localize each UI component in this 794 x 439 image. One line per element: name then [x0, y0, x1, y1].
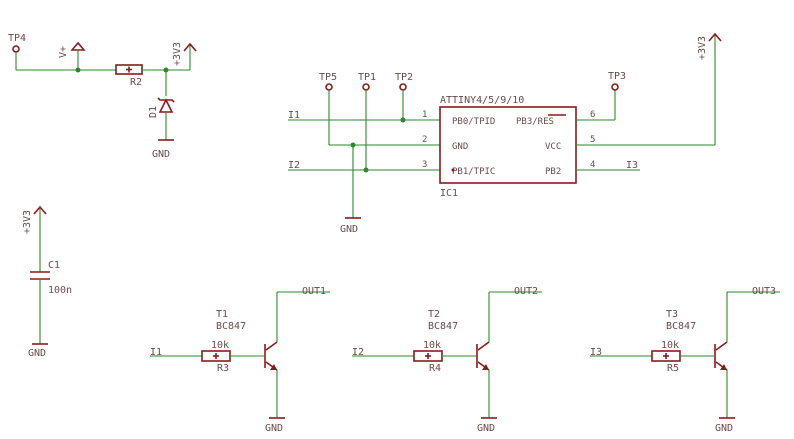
resistor-r2[interactable]: R2 [115, 64, 143, 88]
driver-stage-2: I2 10k R4 T2 BC847 OUT2 GND [352, 286, 542, 434]
vplus-supply: V+ [58, 41, 86, 70]
ground-t2: GND [477, 417, 497, 434]
driver-stage-3: I3 10k R5 T3 BC847 OUT3 GND [590, 286, 780, 434]
transistor-t2[interactable]: T2 BC847 [428, 309, 490, 371]
c1-value-label: 100n [48, 285, 72, 296]
t3-type-label: BC847 [666, 321, 696, 332]
t3-label: T3 [666, 309, 678, 320]
gnd-ic-label: GND [340, 224, 358, 235]
pin-gnd-label: GND [452, 142, 468, 152]
r2-label: R2 [130, 77, 142, 88]
v33-right-label: +3V3 [697, 36, 708, 60]
c1-label: C1 [48, 260, 60, 271]
test-point-tp4[interactable]: TP4 [8, 33, 26, 70]
driver-stage-1: I1 10k R3 T1 BC847 OUT1 GND [150, 286, 330, 434]
gnd-c1-label: GND [28, 348, 46, 359]
v33-top-label: +3V3 [172, 42, 183, 66]
vplus-label: V+ [58, 46, 69, 58]
transistor-t1[interactable]: T1 BC847 [216, 309, 278, 371]
supply-3v3-c1: +3V3 [22, 205, 47, 234]
ic1-attiny[interactable]: ATTINY4/5/9/10 IC1 PB0/TPID GND PB1/TPIC… [422, 95, 595, 199]
gnd-t1-label: GND [265, 423, 283, 434]
ground-c1: GND [28, 343, 48, 359]
ic-ref-label: IC1 [440, 188, 458, 199]
r4-label: R4 [429, 363, 441, 374]
t1-label: T1 [216, 309, 228, 320]
r3-label: R3 [217, 363, 229, 374]
mcu-section: TP5 TP1 TP2 GND I1 I2 [288, 32, 722, 235]
t1-type-label: BC847 [216, 321, 246, 332]
net-i1-ic-label: I1 [288, 110, 300, 121]
gnd-t2-label: GND [477, 423, 495, 434]
diode-d1[interactable]: D1 [148, 70, 175, 140]
r3-value-label: 10k [211, 340, 229, 351]
pin-number-2: 2 [422, 135, 427, 145]
tp5-label: TP5 [319, 72, 337, 83]
capacitor-c1-section: +3V3 C1 100n GND [22, 205, 72, 359]
resistor-r5[interactable]: 10k R5 [651, 340, 681, 374]
pin-pb1-label: PB1/TPIC [452, 167, 495, 177]
test-point-tp2[interactable]: TP2 [395, 72, 413, 91]
t2-label: T2 [428, 309, 440, 320]
pin-number-3: 3 [422, 160, 427, 170]
out1-label: OUT1 [302, 286, 326, 297]
power-input-section: TP4 V+ R2 +3V3 [8, 33, 197, 160]
ground-d1: GND [152, 139, 174, 160]
pin-vcc-label: VCC [545, 142, 561, 152]
pin-pb2-label: PB2 [545, 167, 561, 177]
resistor-r4[interactable]: 10k R4 [413, 340, 443, 374]
net-i2-t-label: I2 [352, 347, 364, 358]
tp2-label: TP2 [395, 72, 413, 83]
v33-c1-label: +3V3 [22, 210, 33, 234]
gnd-t3-label: GND [715, 423, 733, 434]
resistor-r3[interactable]: 10k R3 [201, 340, 231, 374]
r4-value-label: 10k [423, 340, 441, 351]
out3-label: OUT3 [752, 286, 776, 297]
transistor-t3[interactable]: T3 BC847 [666, 309, 728, 371]
supply-3v3-top: +3V3 [172, 42, 197, 70]
capacitor-c1[interactable]: C1 100n [30, 260, 72, 296]
test-point-tp5[interactable]: TP5 [319, 72, 337, 91]
t2-type-label: BC847 [428, 321, 458, 332]
tp3-label: TP3 [608, 71, 626, 82]
net-i1-t-label: I1 [150, 347, 162, 358]
out2-label: OUT2 [514, 286, 538, 297]
ground-t3: GND [715, 417, 735, 434]
net-i2-ic-label: I2 [288, 160, 300, 171]
pin-pb0-label: PB0/TPID [452, 117, 495, 127]
test-point-tp3[interactable]: TP3 [608, 71, 626, 91]
net-i3-ic-label: I3 [626, 160, 638, 171]
pin-pb3-label: PB3/RES [516, 117, 554, 127]
r5-label: R5 [667, 363, 679, 374]
pin-number-5: 5 [590, 135, 595, 145]
test-point-tp1[interactable]: TP1 [358, 72, 376, 91]
tp1-label: TP1 [358, 72, 376, 83]
pin-number-1: 1 [422, 110, 427, 120]
pin-number-4: 4 [590, 160, 595, 170]
ground-ic: GND [340, 217, 361, 235]
tp4-label: TP4 [8, 33, 26, 44]
net-i3-t-label: I3 [590, 347, 602, 358]
pin-number-6: 6 [590, 110, 595, 120]
r5-value-label: 10k [661, 340, 679, 351]
ic-name-label: ATTINY4/5/9/10 [440, 95, 524, 106]
ground-t1: GND [265, 417, 285, 434]
d1-label: D1 [148, 106, 159, 118]
supply-3v3-right: +3V3 [697, 32, 722, 60]
gnd-d1-label: GND [152, 149, 170, 160]
